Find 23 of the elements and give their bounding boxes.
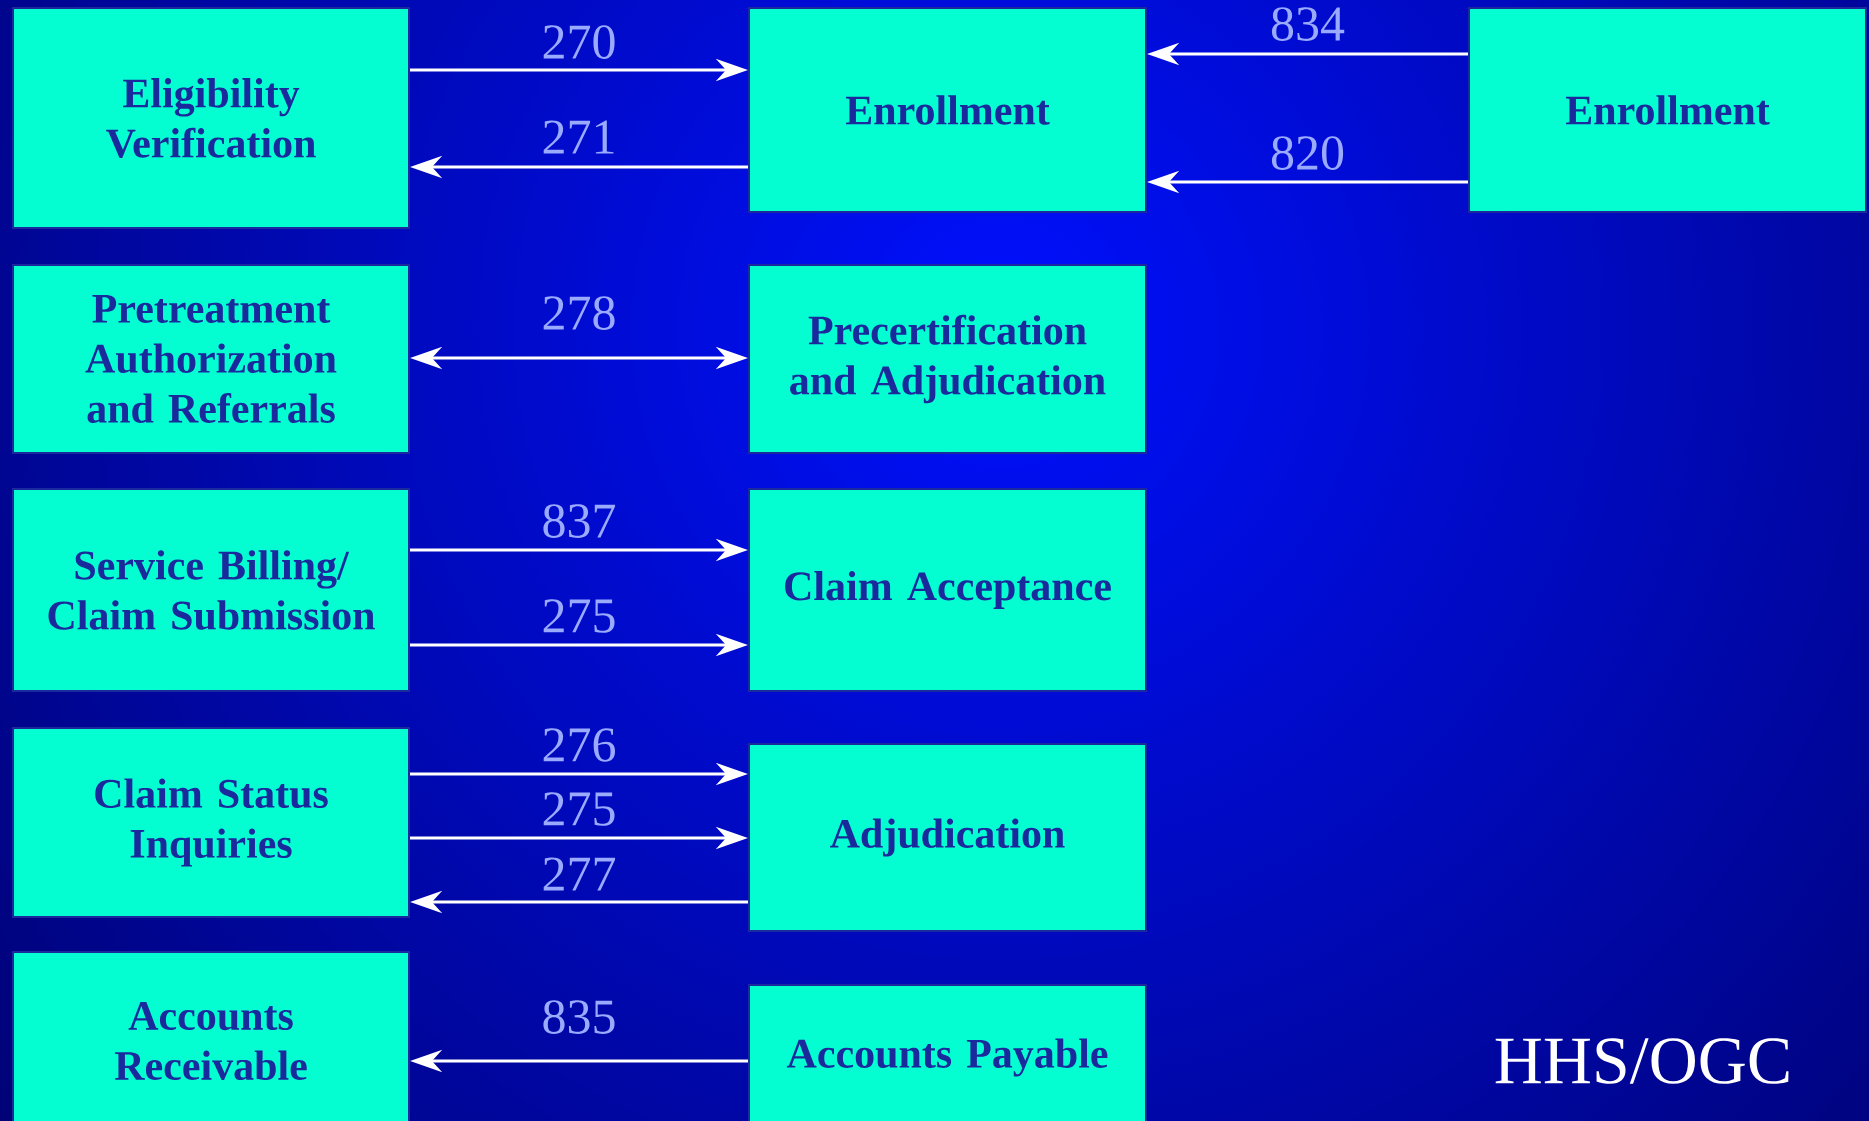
footer-text: HHS/OGC	[1495, 1038, 1789, 1084]
process-box: Accounts Payable	[748, 984, 1147, 1121]
edge-label: 837	[543, 504, 616, 538]
edge-label: 835	[543, 1000, 615, 1034]
edge-label: 275	[543, 599, 615, 633]
edge-label: 277	[543, 857, 616, 891]
process-box: Claim Acceptance	[748, 488, 1147, 692]
process-box: Enrollment	[748, 7, 1147, 213]
edge-label: 276	[543, 728, 616, 762]
process-box: Enrollment	[1468, 7, 1867, 213]
edge-label: 820	[1271, 136, 1344, 170]
process-box: Service Billing/ Claim Submission	[12, 488, 410, 692]
edge-label: 275	[543, 792, 615, 826]
process-box: Claim Status Inquiries	[12, 727, 410, 918]
process-box: Pretreatment Authorization and Referrals	[12, 264, 410, 454]
process-box: Adjudication	[748, 743, 1147, 932]
edge-label: 278	[543, 296, 615, 330]
edge-label: 834	[1271, 7, 1345, 41]
edge-label: 271	[543, 120, 614, 154]
process-box: Eligibility Verification	[12, 7, 410, 229]
edge-label: 270	[543, 25, 615, 59]
process-box: Precertification and Adjudication	[748, 264, 1147, 454]
process-box: Accounts Receivable	[12, 951, 410, 1121]
